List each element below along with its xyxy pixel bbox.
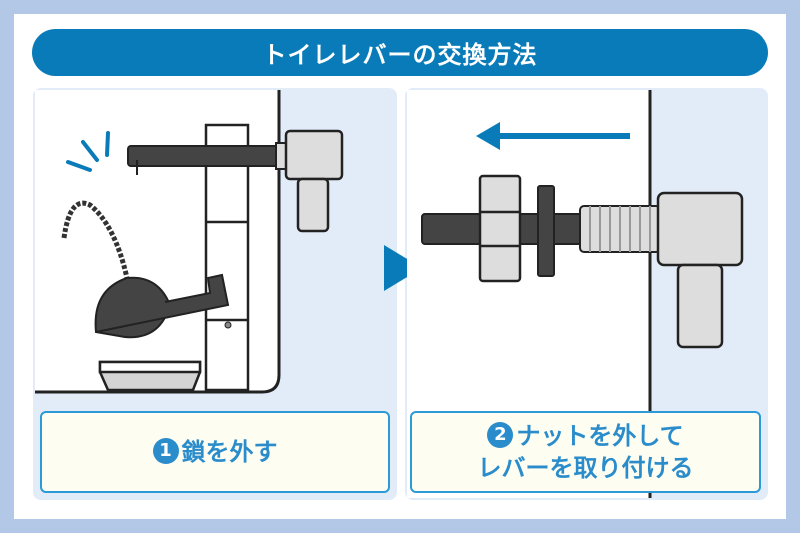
step-2-line-1: ナットを外して xyxy=(516,422,684,450)
lever-handle-right xyxy=(656,191,744,267)
next-arrow-icon xyxy=(384,245,422,291)
lever-handle xyxy=(284,129,344,181)
step-number-badge: 2 xyxy=(487,422,514,448)
threaded-part xyxy=(579,205,661,253)
step-2-line-2: レバーを取り付ける xyxy=(477,454,694,482)
overflow-pipe xyxy=(204,123,250,392)
motion-lines xyxy=(66,131,110,172)
left-arrow-icon xyxy=(476,122,500,150)
nut xyxy=(478,174,522,283)
lever-arm xyxy=(127,145,281,167)
chain xyxy=(61,200,130,279)
page-title: トイレレバーの交換方法 xyxy=(32,29,768,76)
step-1-text: 鎖を外す xyxy=(181,438,278,466)
step-number-badge: 1 xyxy=(152,438,179,464)
washer xyxy=(537,185,555,277)
flapper xyxy=(94,276,172,339)
